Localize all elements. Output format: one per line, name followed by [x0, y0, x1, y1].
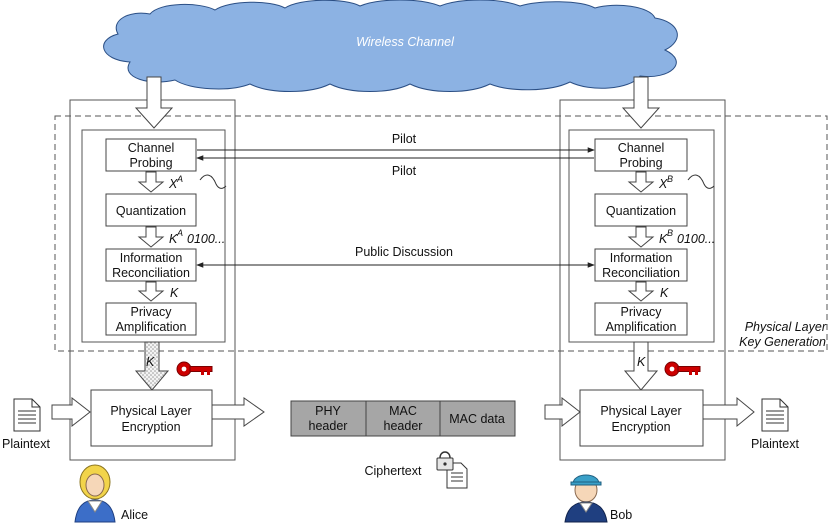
alice-key-icon — [176, 361, 213, 377]
locked-document-icon — [436, 451, 468, 489]
alice-amplification-line2: Amplification — [116, 320, 187, 334]
bob-arrow-quant-rec — [627, 226, 655, 248]
bob-quantization-label: Quantization — [606, 204, 676, 218]
alice-amplification-box — [105, 302, 197, 336]
bob-reconciliation-line2: Reconciliation — [602, 266, 680, 280]
key-generation-label-1: Physical Layer — [745, 320, 827, 334]
wireless-channel-cloud: Wireless Channel — [103, 0, 678, 92]
alice-probing-line2: Probing — [129, 156, 172, 170]
alice-encryption-line2: Encryption — [121, 420, 180, 434]
bob-avatar — [564, 474, 608, 523]
bob-wave-icon — [687, 174, 715, 189]
bob-plaintext-icon — [761, 398, 789, 432]
bob-amplification-line1: Privacy — [621, 305, 663, 319]
public-discussion-label: Public Discussion — [355, 245, 453, 259]
cloud-label: Wireless Channel — [356, 35, 455, 49]
packet-phy-line2: header — [309, 419, 348, 433]
alice-x-symbol: X — [168, 177, 178, 191]
bob-quantization-box — [594, 193, 688, 227]
bob-amplification-box — [594, 302, 688, 336]
packet-mac-data-label: MAC data — [449, 412, 505, 426]
alice-avatar — [74, 464, 116, 523]
bob-name: Bob — [610, 508, 632, 522]
alice-wave-icon — [199, 174, 227, 189]
bob-plaintext-label: Plaintext — [751, 437, 799, 451]
alice-probing-line1: Channel — [128, 141, 175, 155]
alice-k-label: K — [170, 286, 179, 300]
alice-arrow-probe-quant — [137, 171, 165, 193]
alice-amplification-line1: Privacy — [131, 305, 173, 319]
alice-probing-box — [105, 138, 197, 172]
bob-x-sup: B — [667, 174, 673, 184]
alice-key-arrow — [134, 341, 170, 391]
alice-channel-arrow — [134, 76, 174, 129]
alice-name: Alice — [121, 508, 148, 522]
bob-k-symbol: K — [659, 232, 668, 246]
bob-plaintext-arrow — [702, 396, 755, 428]
bob-encryption-line1: Physical Layer — [600, 404, 681, 418]
packet-mac-header-line2: header — [384, 419, 423, 433]
bob-key-arrow — [623, 341, 659, 391]
ciphertext-packet: PHY header MAC header MAC data — [290, 400, 516, 437]
alice-k-sup: A — [176, 228, 183, 238]
alice-x-sup: A — [176, 174, 183, 184]
packet-field-mac-data — [439, 400, 516, 437]
ciphertext-label: Ciphertext — [365, 464, 422, 478]
bob-key-label: K — [637, 355, 646, 369]
alice-plaintext-arrow — [51, 396, 91, 428]
bob-arrow-rec-amp — [627, 281, 655, 302]
alice-plaintext-label: Plaintext — [2, 437, 50, 451]
alice-quantization-label: Quantization — [116, 204, 186, 218]
alice-k-symbol: K — [169, 232, 178, 246]
alice-encryption-line1: Physical Layer — [110, 404, 191, 418]
alice-reconciliation-line1: Information — [120, 251, 183, 265]
bob-k-bits: 0100... — [677, 232, 715, 246]
bob-reconciliation-box — [594, 248, 688, 282]
bob-x-symbol: X — [658, 177, 668, 191]
bob-arrow-probe-quant — [627, 171, 655, 193]
alice-node: Channel Probing X A Quantization K A 010… — [2, 76, 265, 523]
bob-encryption-line2: Encryption — [611, 420, 670, 434]
packet-field-mac-header — [365, 400, 441, 437]
alice-quantization-box — [105, 193, 197, 227]
pilot-bottom-label: Pilot — [392, 164, 417, 178]
cloud-shape — [103, 0, 678, 92]
bob-amplification-line2: Amplification — [606, 320, 677, 334]
alice-encryption-box — [90, 389, 213, 447]
key-generation-label-2: Key Generation — [739, 335, 826, 349]
bob-probing-line2: Probing — [619, 156, 662, 170]
bob-probing-box — [594, 138, 688, 172]
alice-reconciliation-box — [105, 248, 197, 282]
bob-channel-arrow — [621, 76, 661, 129]
key-generation-region — [54, 115, 828, 352]
alice-output-arrow — [211, 397, 265, 427]
alice-key-label: K — [146, 355, 155, 369]
bob-node: Channel Probing X B Quantization K B 010… — [544, 76, 799, 523]
bob-probing-line1: Channel — [618, 141, 665, 155]
packet-phy-line1: PHY — [315, 404, 341, 418]
alice-arrow-quant-rec — [137, 226, 165, 248]
pilot-top-label: Pilot — [392, 132, 417, 146]
bob-key-icon — [664, 361, 701, 377]
packet-field-phy — [290, 400, 367, 437]
packet-mac-header-line1: MAC — [389, 404, 417, 418]
bob-k-sup: B — [667, 228, 673, 238]
alice-k-bits: 0100... — [187, 232, 225, 246]
bob-input-arrow — [544, 396, 581, 428]
bob-k-label: K — [660, 286, 669, 300]
bob-reconciliation-line1: Information — [610, 251, 673, 265]
alice-plaintext-icon — [13, 398, 41, 432]
alice-arrow-rec-amp — [137, 281, 165, 302]
alice-reconciliation-line2: Reconciliation — [112, 266, 190, 280]
bob-encryption-box — [579, 389, 704, 447]
